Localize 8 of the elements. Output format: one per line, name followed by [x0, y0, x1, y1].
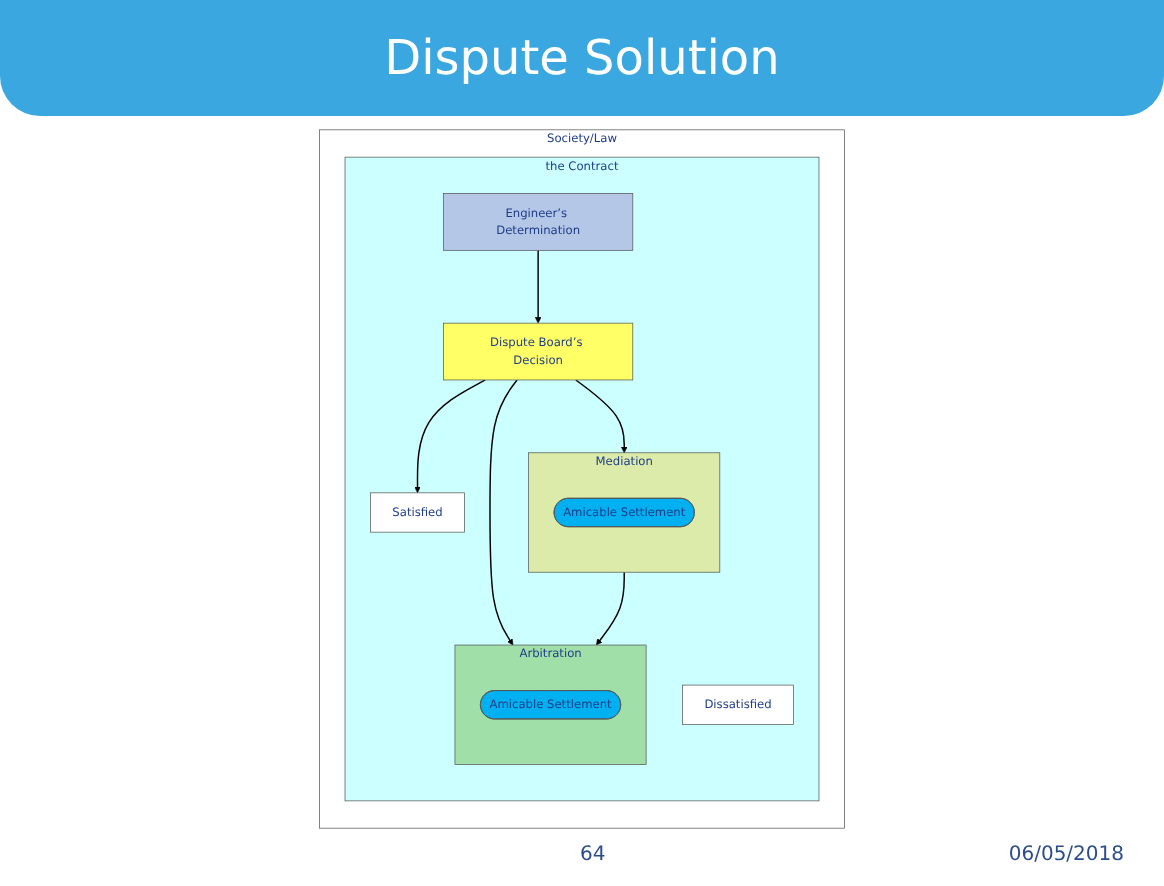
arrow — [596, 571, 625, 646]
page-number: 64 — [580, 844, 606, 866]
arrow — [575, 379, 628, 454]
arrow — [534, 249, 542, 324]
date-text: 06/05/2018 — [1008, 844, 1124, 866]
arrow — [489, 379, 518, 646]
slide-title: Dispute Solution — [0, 0, 1164, 116]
arrow — [414, 379, 486, 494]
